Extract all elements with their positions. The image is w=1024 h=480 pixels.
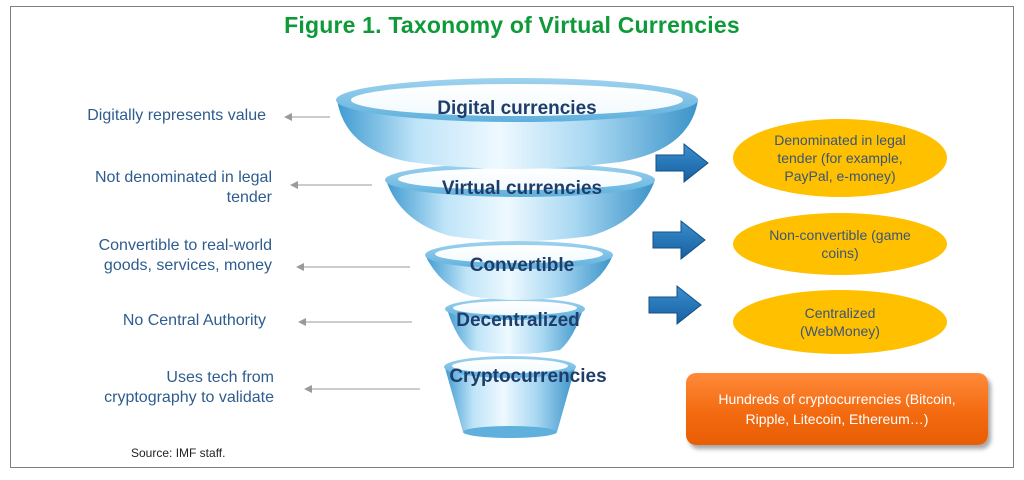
funnel-stage-opening [453, 301, 577, 315]
description-line: goods, services, money [103, 257, 272, 274]
funnel-stage-decentralized [445, 298, 585, 354]
description-line: Not denominated in legal [94, 169, 272, 186]
branch-line: (WebMoney) [800, 323, 880, 339]
examples-line: Hundreds of cryptocurrencies (Bitcoin, [718, 391, 956, 407]
description-line: No Central Authority [122, 312, 266, 329]
thin-left-arrow-icon [296, 263, 410, 271]
funnel-stage-digital-currencies [336, 78, 698, 169]
description-line: cryptography to validate [104, 389, 274, 406]
branch-line: Non-convertible (game [769, 227, 911, 243]
thin-left-arrow-icon [298, 318, 412, 326]
branch-line: coins) [821, 245, 859, 261]
description-line: Digitally represents value [87, 107, 266, 124]
funnel-stage-base [463, 426, 557, 438]
branch-oval-denominated: Denominated in legal tender (for example… [733, 119, 947, 197]
description-line: Convertible to real-world [98, 237, 272, 254]
branch-oval-non-convertible: Non-convertible (game coins) [733, 213, 947, 275]
description-line: tender [226, 189, 272, 206]
stage-label-cryptocurrencies: Cryptocurrencies [449, 366, 607, 387]
funnel-stage-opening [351, 84, 683, 116]
branch-line: PayPal, e-money) [784, 168, 896, 184]
funnel-stage-opening [452, 359, 568, 373]
block-right-arrow-icon [648, 284, 702, 326]
description-line: Uses tech from [166, 369, 274, 386]
examples-line: Ripple, Litecoin, Ethereum…) [745, 411, 929, 427]
branch-line: Denominated in legal [774, 132, 906, 148]
thin-left-arrow-icon [290, 181, 372, 189]
stage-label-virtual-currencies: Virtual currencies [441, 178, 603, 199]
source-note: Source: IMF staff. [131, 446, 226, 460]
funnel-stage-cryptocurrencies [444, 356, 576, 438]
stage-description-decentralized: No Central Authority [123, 311, 266, 331]
stage-description-cryptocurrencies: Uses tech from cryptography to validate [104, 368, 274, 408]
block-right-arrow-icon [655, 142, 709, 184]
block-right-arrow-icon [652, 219, 706, 261]
thin-left-arrow-icon [284, 113, 330, 121]
stage-label-convertible: Convertible [469, 255, 575, 276]
cryptocurrency-examples-box: Hundreds of cryptocurrencies (Bitcoin, R… [686, 373, 988, 445]
branch-oval-centralized: Centralized (WebMoney) [733, 290, 947, 354]
funnel-stage-opening [435, 245, 603, 263]
funnel-stage-virtual-currencies [385, 163, 655, 241]
stage-description-digital-currencies: Digitally represents value [87, 106, 266, 126]
thin-left-arrow-icon [304, 385, 420, 393]
branch-line: Centralized [804, 305, 876, 321]
funnel-stage-body [386, 180, 655, 241]
branch-line: tender (for example, [777, 150, 903, 166]
funnel-stage-convertible [425, 241, 613, 300]
stage-description-virtual-currencies: Not denominated in legal tender [95, 168, 272, 208]
stage-label-digital-currencies: Digital currencies [437, 98, 597, 119]
funnel-stage-body [445, 368, 575, 436]
funnel-stage-opening [398, 168, 642, 190]
figure-title: Figure 1. Taxonomy of Virtual Currencies [284, 12, 740, 38]
stage-label-decentralized: Decentralized [456, 310, 580, 331]
stage-description-convertible: Convertible to real-world goods, service… [99, 236, 272, 276]
funnel-stage-body [447, 309, 583, 354]
